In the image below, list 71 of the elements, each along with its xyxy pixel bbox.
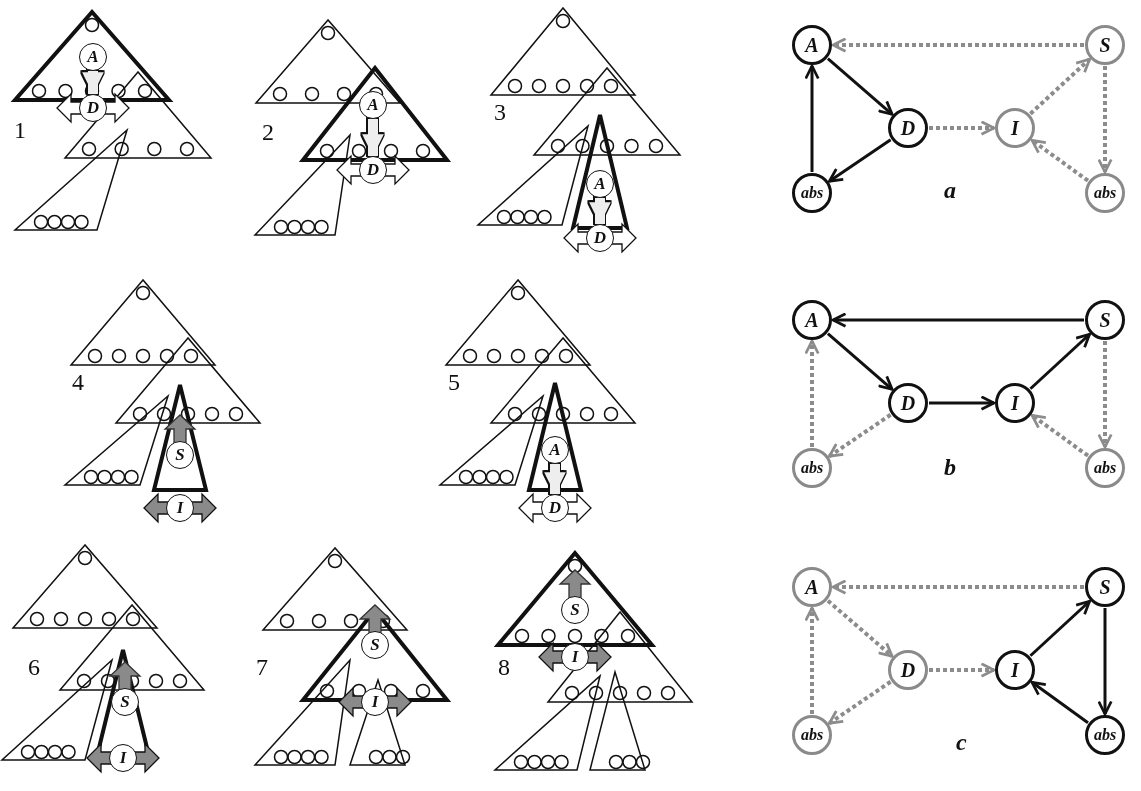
graph-node: D (888, 383, 928, 423)
panel-number: 1 (14, 118, 26, 142)
graph-node: I (995, 108, 1035, 148)
state-circle: A (586, 170, 614, 198)
arrow (804, 64, 820, 172)
graph-node: S (1085, 25, 1125, 65)
arrow (929, 662, 996, 678)
graph-node: A (792, 25, 832, 65)
graph-node: abs (792, 173, 832, 213)
arrow (831, 579, 1084, 595)
graph-node: I (995, 383, 1035, 423)
arrow (1097, 341, 1113, 449)
panel-number: 6 (28, 655, 40, 679)
panel-number: 4 (72, 370, 84, 394)
graph-node: abs (792, 448, 832, 488)
state-circle: D (586, 224, 614, 252)
panel-number: 2 (262, 120, 274, 144)
arrow (828, 138, 892, 183)
panel-number: 7 (256, 655, 268, 679)
state-circle: S (166, 441, 194, 469)
arrow (1097, 66, 1113, 174)
arrow (1029, 57, 1091, 116)
arrow (1097, 608, 1113, 716)
state-circle: S (111, 688, 139, 716)
panel-number: 3 (494, 100, 506, 124)
arrow (929, 395, 996, 411)
arrow (826, 57, 894, 116)
block-arrow (589, 198, 611, 224)
state-circle: I (109, 744, 137, 772)
graph-node: A (792, 300, 832, 340)
state-circle: A (359, 91, 387, 119)
graph-node: S (1085, 567, 1125, 607)
state-circle: I (361, 688, 389, 716)
state-circle: D (359, 156, 387, 184)
arrow (929, 120, 996, 136)
graph-node: I (995, 650, 1035, 690)
state-circle: A (79, 43, 107, 71)
graph-node: A (792, 567, 832, 607)
graph-node: D (888, 650, 928, 690)
arrow (831, 312, 1084, 328)
arrow (1030, 138, 1090, 183)
arrow (826, 599, 894, 658)
arrow (828, 413, 892, 458)
panel-number: 8 (498, 655, 510, 679)
graph-node: abs (792, 715, 832, 755)
state-circle: I (561, 643, 589, 671)
graph-node: abs (1085, 448, 1125, 488)
state-circle: S (361, 631, 389, 659)
state-circle: I (166, 494, 194, 522)
arrow (1030, 413, 1090, 458)
graph-node: abs (1085, 715, 1125, 755)
graph-label: a (944, 178, 956, 202)
arrow (831, 37, 1084, 53)
graph-label: b (944, 455, 956, 479)
arrow (804, 339, 820, 447)
arrow (826, 332, 894, 391)
state-circle: D (79, 94, 107, 122)
graph-node: S (1085, 300, 1125, 340)
arrow (1029, 599, 1091, 657)
graph-node: D (888, 108, 928, 148)
state-circle: S (561, 596, 589, 624)
arrow (828, 680, 892, 725)
state-circle: A (541, 436, 569, 464)
arrow (1030, 680, 1089, 724)
arrow (1029, 332, 1091, 390)
arrow (804, 606, 820, 714)
state-circle: D (541, 494, 569, 522)
block-arrow (82, 71, 104, 94)
graph-label: c (956, 730, 967, 754)
graph-node: abs (1085, 173, 1125, 213)
panel-number: 5 (448, 370, 460, 394)
